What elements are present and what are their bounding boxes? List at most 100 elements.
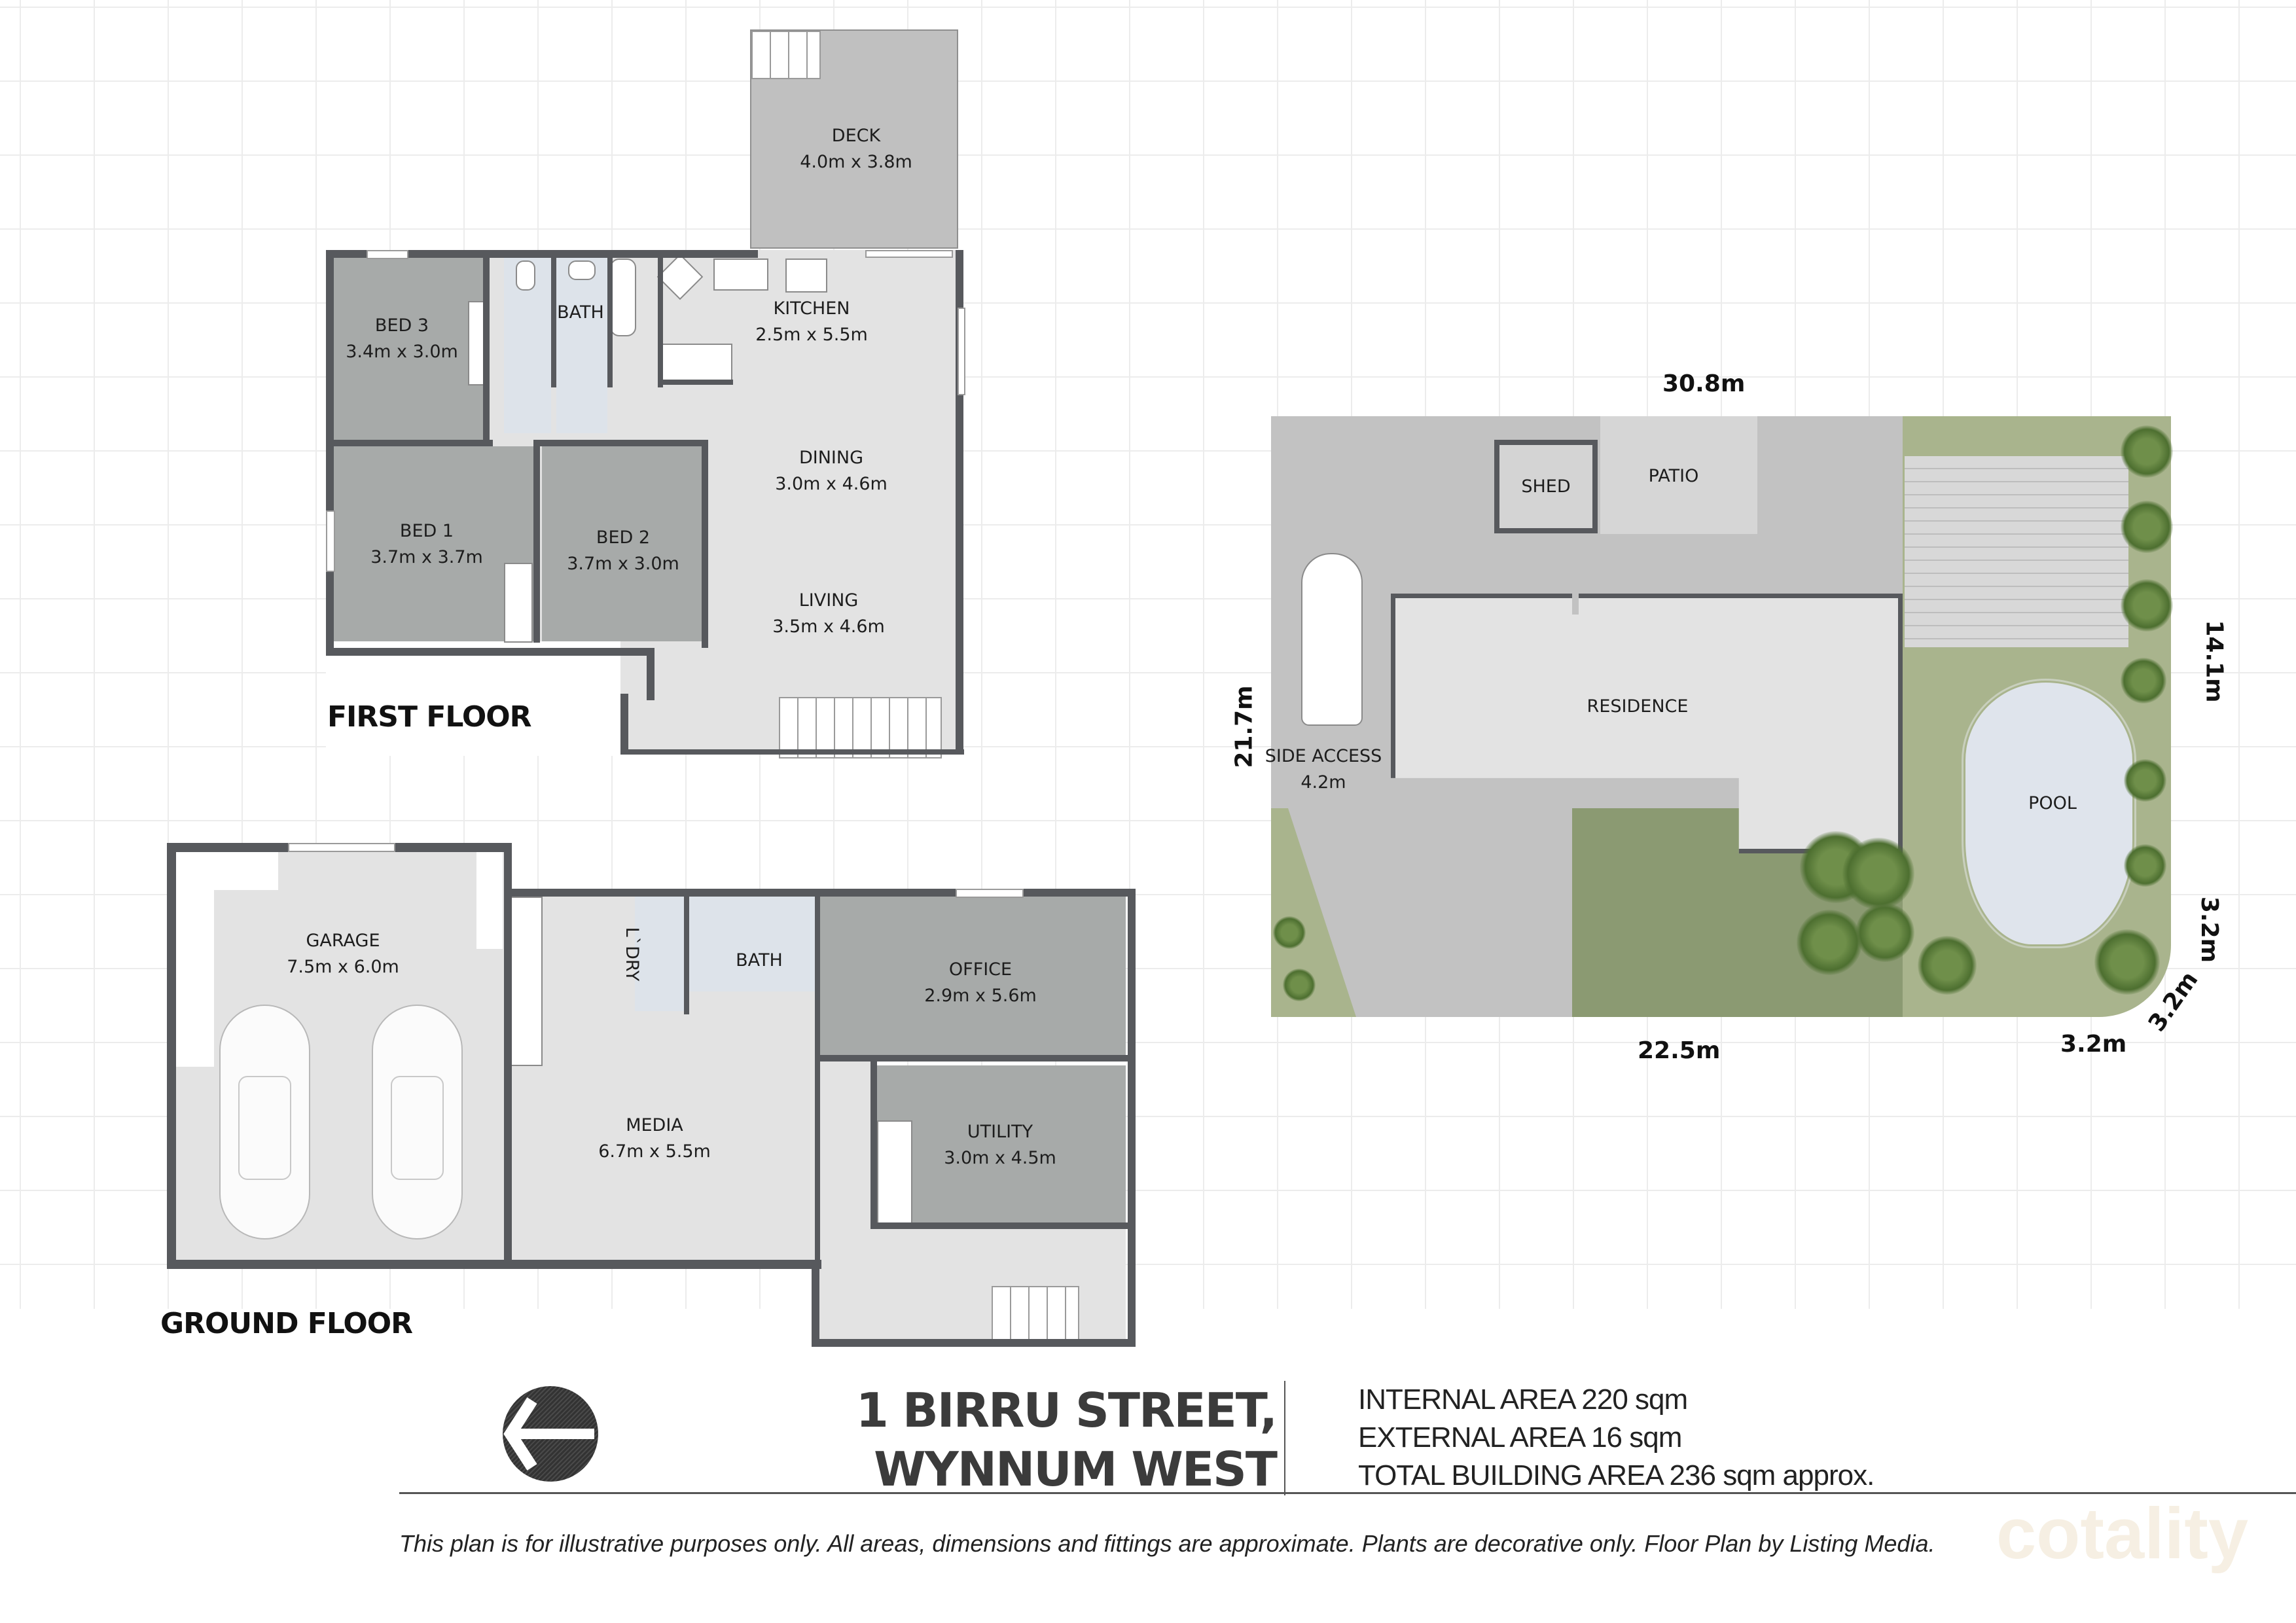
room-label-kitchen: KITCHEN 2.5m x 5.5m	[755, 298, 868, 345]
wall	[1128, 889, 1136, 1347]
wall	[607, 257, 613, 387]
garage-shelf-right	[476, 851, 503, 949]
property-address: 1 BIRRU STREET, WYNNUM WEST	[805, 1381, 1278, 1499]
room-bed-1	[332, 446, 533, 641]
room-label-media: MEDIA 6.7m x 5.5m	[598, 1115, 711, 1162]
pool	[1964, 681, 2134, 946]
wall	[684, 897, 689, 1014]
wall	[533, 440, 540, 643]
plant	[2121, 579, 2173, 632]
room-utility	[876, 1065, 1126, 1222]
site-label-side-access: SIDE ACCESS 4.2m	[1265, 746, 1382, 793]
site-label-pool: POOL	[2028, 793, 2077, 813]
arrow-left-icon	[503, 1386, 598, 1482]
footer-divider	[1284, 1381, 1285, 1495]
external-area: EXTERNAL AREA 16 sqm	[1358, 1421, 1682, 1454]
room-label-living: LIVING 3.5m x 4.6m	[772, 590, 885, 637]
wall	[504, 889, 1136, 897]
wall	[620, 749, 964, 755]
wall	[812, 1339, 1136, 1347]
window	[865, 250, 953, 258]
bathtub	[610, 259, 636, 336]
wall	[167, 843, 176, 1268]
boat	[1301, 553, 1363, 726]
area-summary: INTERNAL AREA 220 sqm EXTERNAL AREA 16 s…	[1358, 1381, 1874, 1495]
room-label-dining: DINING 3.0m x 4.6m	[775, 448, 888, 494]
residence-top	[1572, 594, 1579, 615]
pantry	[661, 344, 732, 382]
window	[956, 889, 1024, 898]
entry-foyer	[818, 1224, 1126, 1342]
wall	[167, 1260, 821, 1269]
room-label-laundry: L`DRY	[622, 927, 642, 982]
car-right	[372, 1005, 463, 1240]
disclaimer: This plan is for illustrative purposes o…	[399, 1530, 1935, 1557]
site-deck	[1905, 456, 2128, 647]
dimension-corner-right: 3.2m	[2196, 896, 2223, 963]
plant	[1842, 838, 1914, 910]
plant	[2094, 929, 2160, 995]
plant	[2121, 425, 2173, 478]
internal-area: INTERNAL AREA 220 sqm	[1358, 1383, 1688, 1416]
wall	[870, 1060, 877, 1227]
room-bed-3	[332, 257, 483, 440]
footer-rule	[399, 1492, 2296, 1494]
kitchen-fridge	[785, 259, 827, 293]
wall	[658, 380, 733, 385]
wall	[818, 1055, 1129, 1061]
room-label-utility: UTILITY 3.0m x 4.5m	[944, 1122, 1056, 1168]
basin-fixture	[568, 260, 596, 280]
wall	[483, 257, 490, 440]
plant	[1918, 936, 1977, 995]
wall	[504, 843, 512, 1268]
wall	[815, 897, 820, 1263]
site-label-shed: SHED	[1521, 476, 1571, 497]
bed-1-wardrobe	[504, 563, 533, 643]
wall	[332, 440, 493, 446]
plant	[2124, 759, 2166, 802]
patio-area	[1600, 416, 1757, 534]
garage-shelf-top	[173, 851, 278, 890]
address-line-1: 1 BIRRU STREET,	[855, 1383, 1278, 1438]
window	[958, 308, 965, 395]
room-bath-first	[556, 257, 607, 433]
toilet-fixture	[516, 260, 535, 291]
wall	[533, 440, 704, 446]
footer-background	[0, 1309, 2296, 1623]
wall	[658, 257, 663, 387]
room-label-bath-ground: BATH	[736, 950, 783, 971]
plant	[1283, 969, 1316, 1001]
room-label-deck: DECK 4.0m x 3.8m	[800, 126, 912, 172]
wall	[702, 440, 708, 648]
deck-stairs	[751, 31, 821, 79]
plant	[2124, 844, 2166, 887]
room-label-bed-2: BED 2 3.7m x 3.0m	[567, 527, 679, 574]
window	[326, 510, 335, 572]
room-laundry	[635, 897, 684, 1011]
room-office	[818, 897, 1126, 1057]
address-line-2: WYNNUM WEST	[874, 1442, 1278, 1497]
window	[367, 250, 408, 259]
wall	[551, 257, 556, 387]
room-label-bed-3: BED 3 3.4m x 3.0m	[346, 315, 458, 362]
dimension-top: 30.8m	[1662, 370, 1746, 397]
shed-area	[1494, 440, 1598, 533]
site-label-residence: RESIDENCE	[1587, 696, 1689, 717]
ground-floor-stairs	[992, 1286, 1079, 1344]
dimension-bottom: 22.5m	[1638, 1037, 1721, 1064]
plant	[1273, 916, 1306, 949]
total-area: TOTAL BUILDING AREA 236 sqm approx.	[1358, 1459, 1874, 1491]
room-bed-2	[542, 446, 703, 641]
wall	[326, 250, 758, 258]
ground-floor-title: GROUND FLOOR	[160, 1307, 413, 1340]
wall	[870, 1222, 1129, 1229]
room-label-garage: GARAGE 7.5m x 6.0m	[287, 931, 399, 977]
first-floor-stairs	[779, 697, 942, 758]
plant	[1797, 910, 1862, 975]
first-floor-title: FIRST FLOOR	[327, 700, 532, 734]
plant	[1856, 903, 1914, 962]
plant	[2121, 658, 2166, 704]
dimension-left: 21.7m	[1230, 685, 1258, 768]
room-label-office: OFFICE 2.9m x 5.6m	[924, 959, 1037, 1006]
media-cabinet	[511, 897, 543, 1066]
